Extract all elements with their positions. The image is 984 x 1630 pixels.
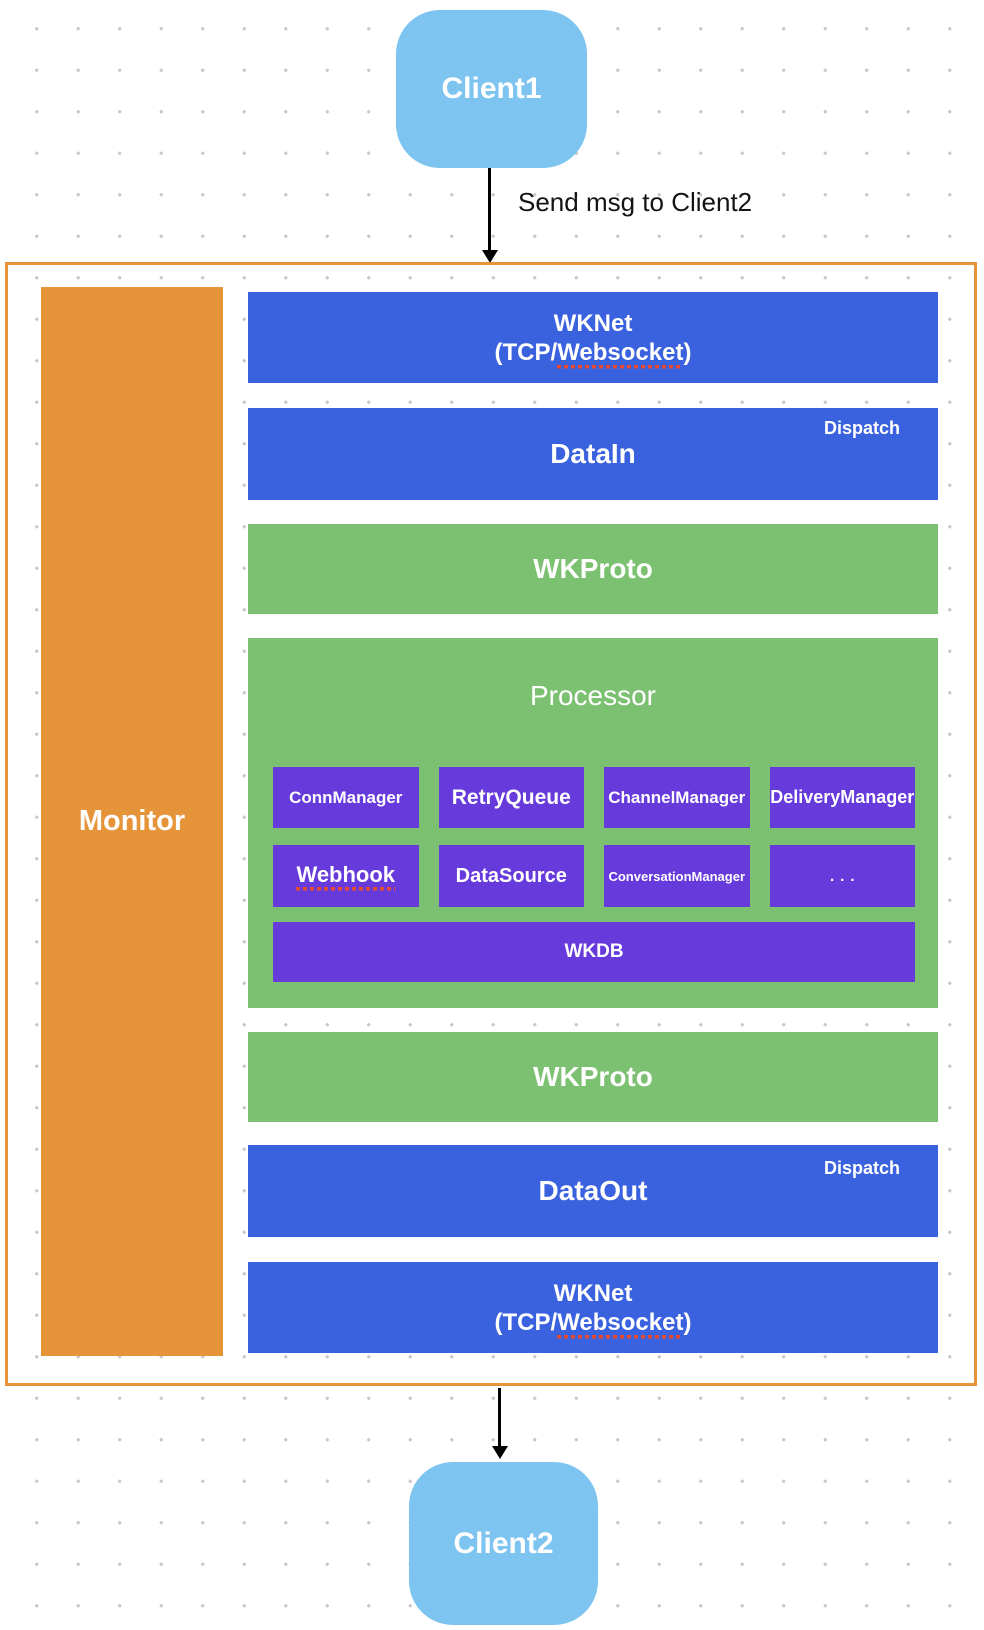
module-conversationmanager: ConversationManager: [604, 845, 750, 907]
wknet-in-websocket-word: Websocket: [557, 338, 684, 369]
module-webhook: Webhook: [273, 845, 419, 907]
layer-wkproto-out: WKProto: [248, 1032, 938, 1122]
layer-datain: Dispatch DataIn: [248, 408, 938, 500]
datain-dispatch-badge: Dispatch: [823, 418, 900, 438]
client2-label: Client2: [453, 1526, 554, 1560]
wknet-out-websocket-word: Websocket: [557, 1308, 684, 1339]
module-retryqueue: RetryQueue: [438, 767, 584, 828]
arrow-server-to-client2-line: [498, 1388, 501, 1446]
processor-module-row-2: Webhook DataSource ConversationManager .…: [273, 845, 915, 907]
wknet-out-line1: WKNet: [553, 1279, 633, 1307]
wkproto-out-label: WKProto: [533, 1061, 653, 1092]
wknet-out-line2: (TCP/Websocket): [494, 1308, 692, 1339]
client1-node: Client1: [396, 10, 587, 168]
flow-label: Send msg to Client2: [518, 187, 753, 217]
arrow-client1-to-server-head: [482, 250, 498, 263]
monitor-label: Monitor: [78, 805, 186, 837]
arrow-client1-to-server-line: [488, 168, 491, 250]
module-datasource: DataSource: [438, 845, 584, 907]
layer-processor: Processor ConnManager RetryQueue Channel…: [248, 638, 938, 1008]
server-boundary-box: Monitor WKNet (TCP/Websocket) Dispatch D…: [5, 262, 977, 1386]
module-connmanager: ConnManager: [273, 767, 419, 828]
layer-wkproto-in: WKProto: [248, 524, 938, 614]
module-webhook-label: Webhook: [296, 861, 396, 891]
monitor-bar: Monitor: [41, 287, 223, 1356]
dataout-label: DataOut: [538, 1175, 648, 1206]
module-deliverymanager: DeliveryManager: [769, 767, 915, 828]
layer-wknet-in: WKNet (TCP/Websocket): [248, 292, 938, 383]
processor-module-row-1: ConnManager RetryQueue ChannelManager De…: [273, 767, 915, 828]
client2-node: Client2: [409, 1462, 598, 1625]
wknet-out-line2-prefix: (TCP/: [494, 1308, 558, 1336]
wknet-in-line2: (TCP/Websocket): [494, 338, 692, 369]
client1-label: Client1: [441, 72, 542, 105]
wknet-in-line2-suffix: ): [683, 338, 692, 366]
layer-wknet-out: WKNet (TCP/Websocket): [248, 1262, 938, 1353]
dataout-dispatch-badge: Dispatch: [823, 1158, 900, 1178]
wknet-out-line2-suffix: ): [683, 1308, 692, 1336]
module-wkdb: WKDB: [273, 922, 915, 982]
layer-dataout: Dispatch DataOut: [248, 1145, 938, 1237]
module-ellipsis: ...: [769, 845, 915, 907]
arrow-server-to-client2-head: [492, 1446, 508, 1459]
wknet-in-line2-prefix: (TCP/: [494, 338, 558, 366]
module-channelmanager: ChannelManager: [604, 767, 750, 828]
datain-label: DataIn: [550, 438, 636, 469]
processor-title: Processor: [529, 680, 657, 711]
wkproto-in-label: WKProto: [533, 553, 653, 584]
wknet-in-line1: WKNet: [553, 309, 633, 337]
